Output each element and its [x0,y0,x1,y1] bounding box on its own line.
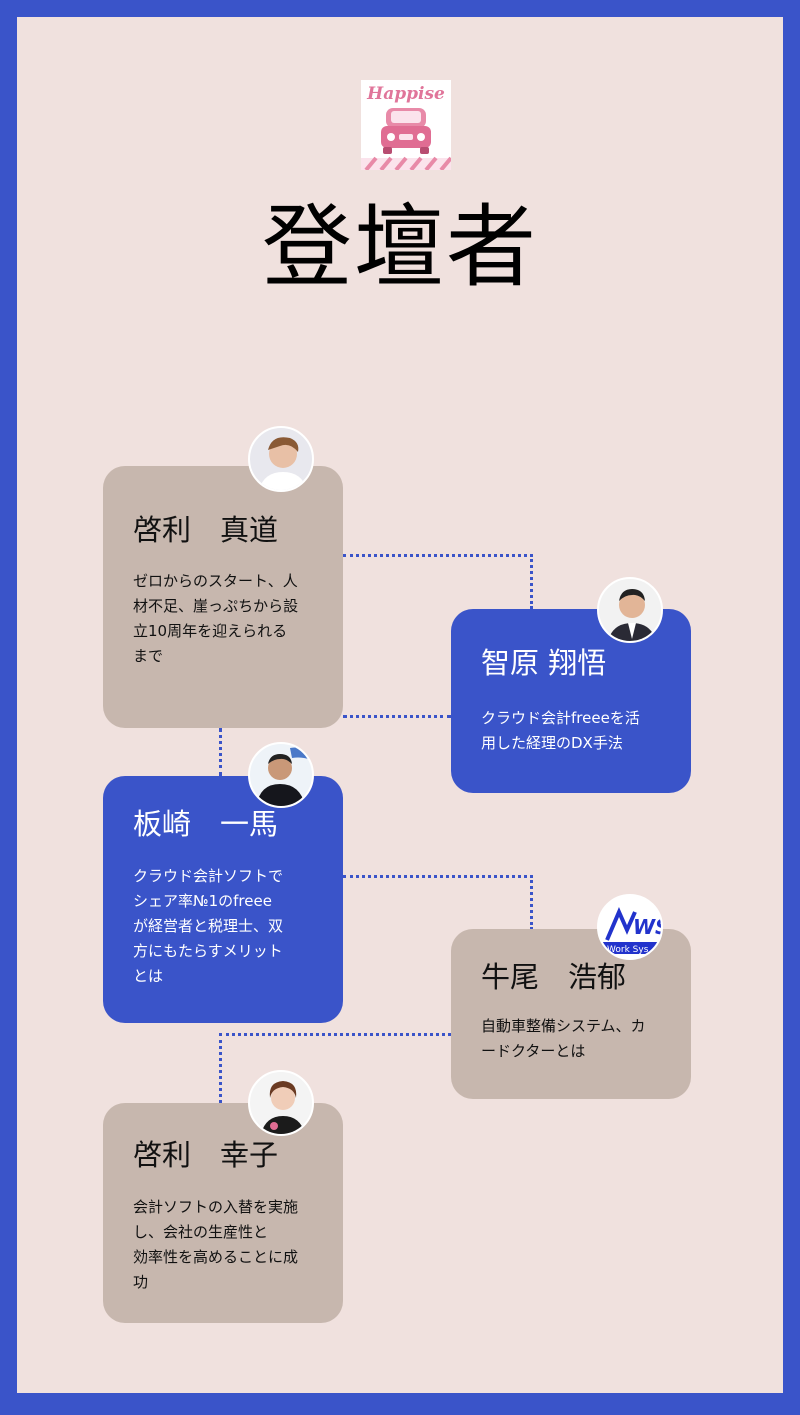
connector [530,875,533,930]
connector [219,1033,222,1103]
connector [219,1033,451,1036]
speaker-description: 会計ソフトの入替を実施 し、会社の生産性と 効率性を高めることに成 功 [133,1198,299,1291]
speaker-avatar [248,742,314,808]
speaker-avatar [597,577,663,643]
speaker-card: 板崎 一馬 クラウド会計ソフトで シェア率№1のfreee が経営者と税理士、双… [103,776,343,1023]
page-title: 登壇者 [262,195,538,300]
happise-logo: Happise [361,80,451,170]
connector [343,875,533,878]
connector [219,728,222,776]
connector [343,554,533,557]
speaker-description: クラウド会計ソフトで シェア率№1のfreee が経営者と税理士、双 方にもたら… [133,867,284,985]
speaker-name: 智原 翔悟 [481,646,607,680]
logo-ws-text: WS [633,915,663,939]
speaker-card: 啓利 真道 ゼロからのスタート、人 材不足、崖っぷちから設 立10周年を迎えられ… [103,466,343,728]
speaker-avatar [248,1070,314,1136]
speaker-description: ゼロからのスタート、人 材不足、崖っぷちから設 立10周年を迎えられる まで [133,572,299,665]
connector [530,554,533,609]
logo-sub-text: Work Sys [607,945,649,955]
speaker-name: 板崎 一馬 [133,807,279,841]
speaker-description: クラウド会計freeeを活 用した経理のDX手法 [481,709,640,752]
speaker-card: 啓利 幸子 会計ソフトの入替を実施 し、会社の生産性と 効率性を高めることに成 … [103,1103,343,1323]
connector [343,715,451,718]
car-icon [361,108,451,170]
speaker-card: 智原 翔悟 クラウド会計freeeを活 用した経理のDX手法 [451,609,691,793]
speaker-name: 牛尾 浩郁 [481,960,627,994]
work-system-logo-avatar: WS Work Sys [597,894,663,960]
speaker-name: 啓利 真道 [133,513,279,547]
speaker-avatar [248,426,314,492]
speaker-name: 啓利 幸子 [133,1138,279,1172]
speaker-description: 自動車整備システム、カ ードクターとは [481,1017,646,1060]
logo-text: Happise [367,84,445,104]
speaker-card: 牛尾 浩郁 自動車整備システム、カ ードクターとは [451,929,691,1099]
